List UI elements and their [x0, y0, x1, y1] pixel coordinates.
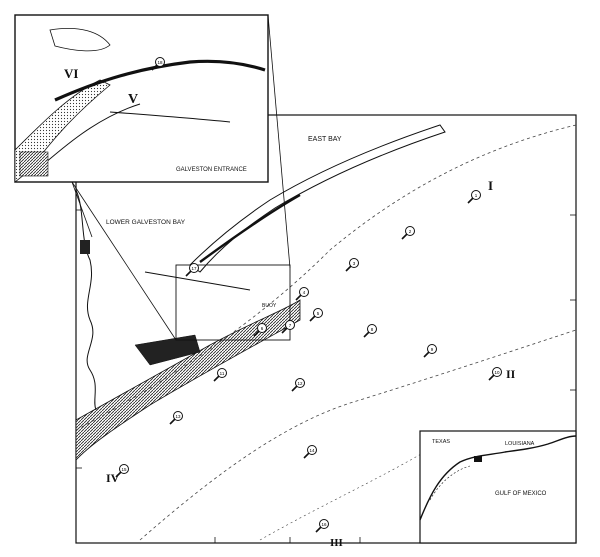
region-VI-label: VI	[64, 66, 78, 81]
region-II-label: II	[506, 367, 516, 381]
station-marker: 18	[151, 57, 165, 71]
station-number: 7	[289, 323, 292, 328]
station-marker: 17	[185, 263, 199, 277]
station-marker: 2	[401, 226, 415, 240]
galveston-entrance-label: GALVESTON ENTRANCE	[176, 167, 247, 173]
station-marker: 9	[423, 344, 437, 358]
inset-connector-2	[71, 181, 177, 341]
station-marker: 10	[488, 367, 502, 381]
station-marker: 12	[291, 378, 305, 392]
inset-jetty	[54, 59, 266, 102]
region-V-label: V	[128, 92, 138, 107]
station-marker: 11	[213, 368, 227, 382]
station-number: 18	[157, 60, 163, 65]
lower-galveston-bay-label: LOWER GALVESTON BAY	[106, 219, 186, 226]
gulf-coastline	[419, 435, 577, 521]
study-area-marker	[474, 456, 482, 462]
station-marker: 15	[115, 464, 129, 478]
station-marker: 5	[309, 308, 323, 322]
louisiana-label: LOUISIANA	[505, 441, 535, 447]
station-marker: 3	[345, 258, 359, 272]
station-number: 13	[175, 414, 181, 419]
gulf-locator-inset-frame	[419, 430, 577, 544]
station-marker: 7	[281, 320, 295, 334]
inset-connector-1	[71, 181, 93, 238]
station-marker: 16	[315, 519, 329, 533]
station-number: 14	[309, 448, 315, 453]
texas-city	[80, 240, 90, 254]
station-number: 17	[191, 266, 197, 271]
station-number: 8	[371, 327, 374, 332]
station-number: 9	[431, 347, 434, 352]
west-shore	[75, 189, 97, 411]
inset-connector-3	[267, 14, 291, 269]
station-number: 10	[494, 370, 500, 375]
station-number: 6	[261, 326, 264, 331]
buoy-label: BUOY	[262, 303, 277, 309]
ship-channel	[144, 271, 251, 291]
station-marker: 8	[363, 324, 377, 338]
entrance-highlight-box	[175, 264, 291, 341]
station-number: 2	[409, 229, 412, 234]
station-marker: 6	[253, 323, 267, 337]
station-number: 15	[121, 467, 127, 472]
station-number: 5	[317, 311, 320, 316]
station-number: 1	[475, 193, 478, 198]
inset-land-north	[49, 27, 111, 52]
region-IV-label: IV	[106, 471, 120, 485]
station-number: 12	[297, 381, 303, 386]
galveston-island	[75, 299, 301, 540]
station-number: 4	[303, 290, 306, 295]
depth-contour-1	[75, 124, 577, 431]
frame-ticks	[76, 209, 576, 543]
station-marker: 14	[303, 445, 317, 459]
gulf-of-mexico-label: GULF OF MEXICO	[495, 491, 547, 497]
depth-contour-2	[139, 329, 577, 541]
station-marker: 4	[295, 287, 309, 301]
region-III-label: III	[330, 537, 343, 549]
station-marker: 13	[169, 411, 183, 425]
east-bay-label: EAST BAY	[308, 136, 342, 143]
north-jetty	[199, 193, 301, 263]
texas-label: TEXAS	[432, 439, 450, 445]
station-number: 3	[353, 261, 356, 266]
station-number: 11	[220, 371, 225, 376]
station-marker: 1	[467, 190, 481, 204]
inset-city-block	[19, 151, 49, 177]
gulf-coast-inland	[429, 465, 471, 501]
inset-channel	[109, 111, 231, 123]
region-I-label: I	[488, 178, 493, 193]
main-map-frame	[75, 114, 577, 544]
station-number: 16	[321, 522, 327, 527]
